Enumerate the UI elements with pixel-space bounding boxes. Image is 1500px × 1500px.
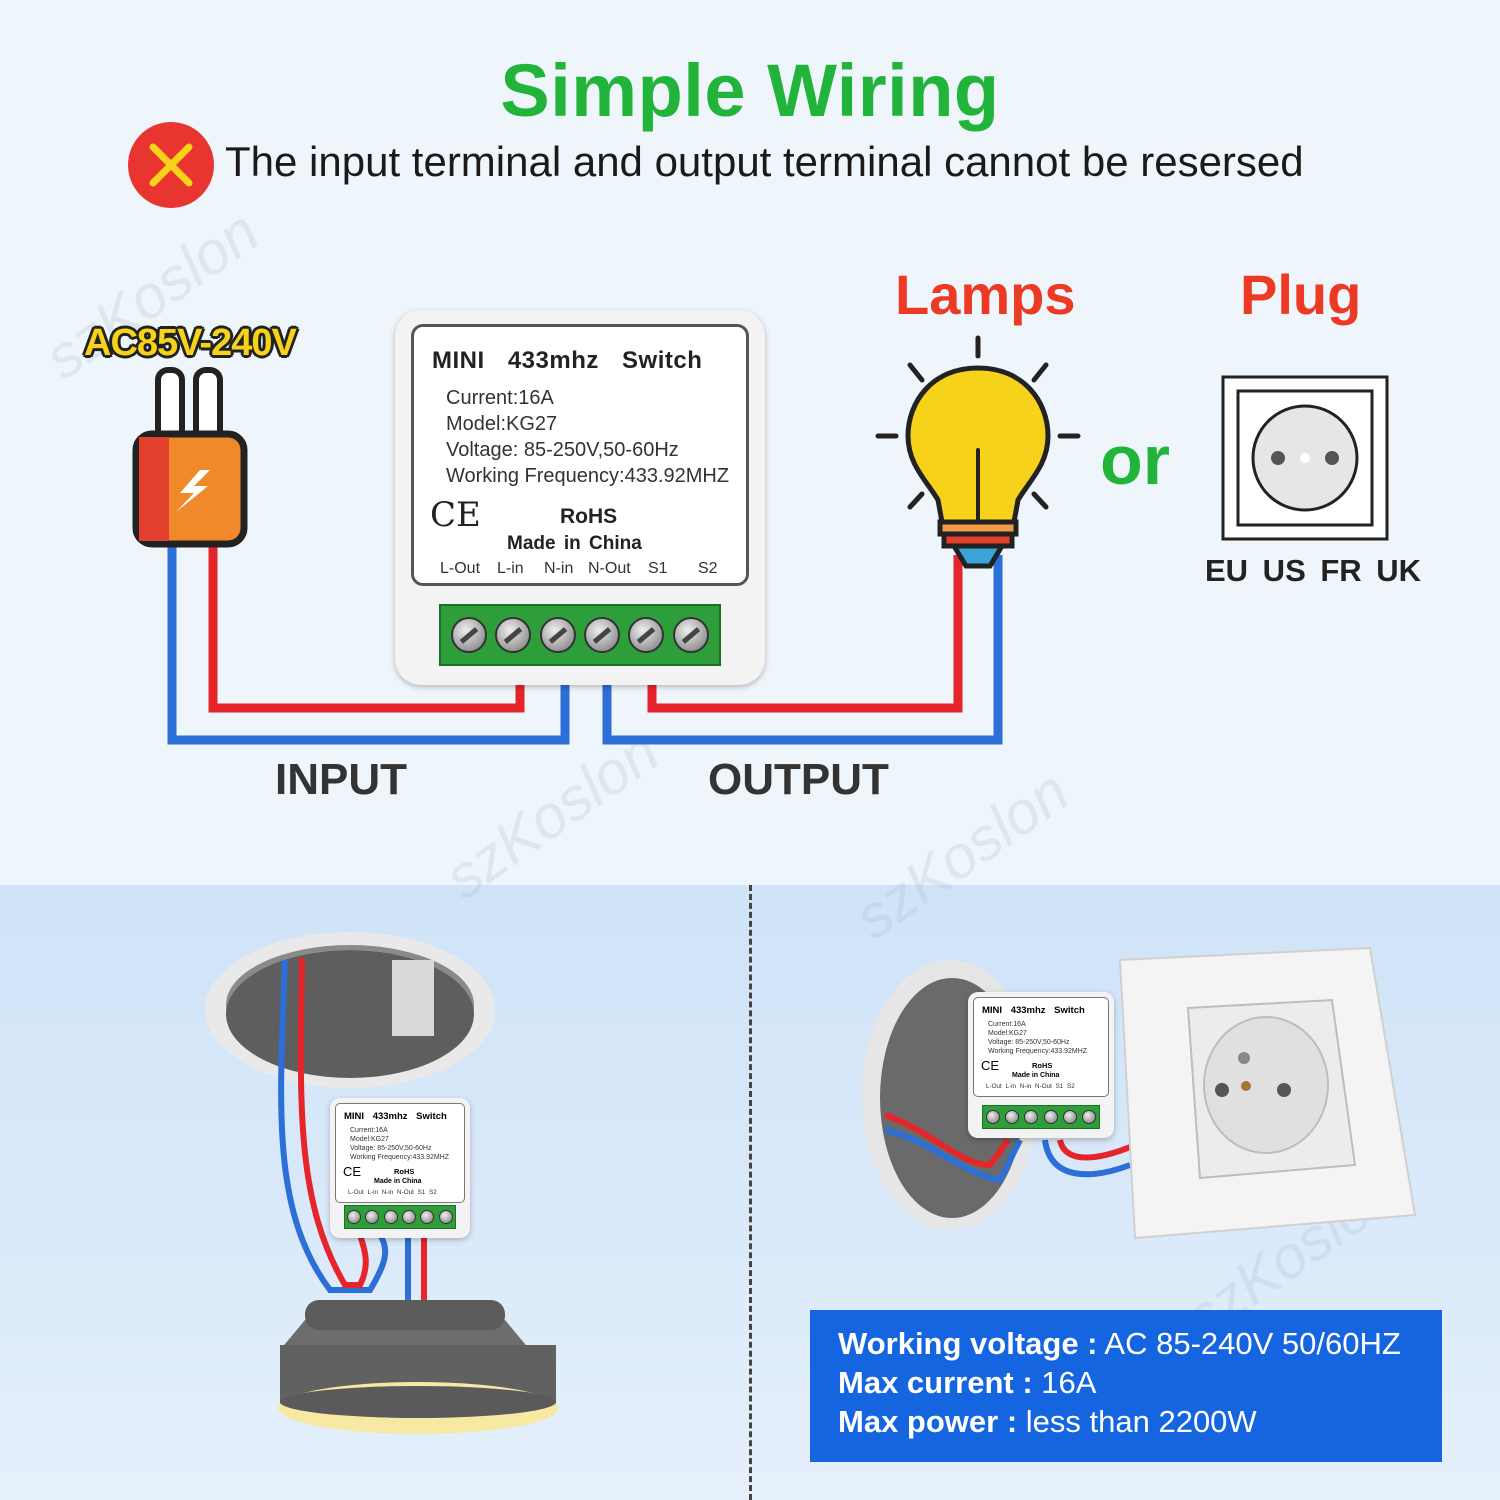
cross-icon bbox=[128, 122, 214, 208]
rohs-mark: RoHS bbox=[394, 1167, 415, 1176]
spec-frequency: Working Frequency:433.92MHZ bbox=[446, 465, 730, 487]
screw-icon bbox=[451, 617, 488, 653]
screw-icon bbox=[1024, 1110, 1039, 1124]
output-blue-wire bbox=[602, 555, 1003, 745]
input-red-wire bbox=[208, 540, 525, 713]
terminal-block bbox=[344, 1205, 456, 1229]
spec-current: Current:16A bbox=[446, 387, 554, 409]
spec-frequency: Working Frequency:433.92MHZ bbox=[988, 1048, 1088, 1055]
or-label: or bbox=[1100, 421, 1170, 499]
screw-icon bbox=[383, 1210, 398, 1224]
spec-row: Max current : 16A bbox=[838, 1363, 1442, 1402]
switch-module-small: MINI 433mhz Switch Current:16A Model:KG2… bbox=[968, 992, 1114, 1138]
light-bulb-icon bbox=[875, 335, 1081, 569]
spec-value: less than 2200W bbox=[1017, 1404, 1257, 1439]
terminal-label: N-Out bbox=[588, 560, 631, 577]
terminal-block bbox=[439, 604, 721, 666]
spec-row: Working voltage : AC 85-240V 50/60HZ bbox=[838, 1324, 1442, 1363]
spec-frequency: Working Frequency:433.92MHZ bbox=[350, 1154, 450, 1161]
wiring-graphics bbox=[132, 335, 1389, 745]
output-red-wire bbox=[647, 555, 963, 713]
lamps-label: Lamps bbox=[895, 263, 1076, 326]
terminal-block bbox=[982, 1105, 1100, 1129]
specifications-box: Working voltage : AC 85-240V 50/60HZ Max… bbox=[810, 1310, 1442, 1462]
ce-mark: CE bbox=[981, 1058, 1000, 1073]
spec-model: Model:KG27 bbox=[350, 1136, 389, 1143]
dashed-divider bbox=[749, 885, 752, 1500]
screw-icon bbox=[347, 1210, 362, 1224]
page-title: Simple Wiring bbox=[500, 49, 1000, 132]
spec-row: Max power : less than 2200W bbox=[838, 1402, 1442, 1441]
screw-icon bbox=[1082, 1110, 1097, 1124]
screw-icon bbox=[628, 617, 665, 653]
terminal-label: L-Out bbox=[440, 560, 481, 577]
plug-types: EU US FR UK bbox=[1205, 553, 1422, 588]
made-in-label: Made in China bbox=[374, 1178, 422, 1185]
rohs-mark: RoHS bbox=[560, 505, 618, 528]
screw-icon bbox=[1004, 1110, 1019, 1124]
switch-module-small: MINI 433mhz Switch Current:16A Model:KG2… bbox=[330, 1098, 470, 1238]
voltage-label: AC85V-240V bbox=[84, 322, 297, 364]
screw-icon bbox=[1043, 1110, 1058, 1124]
spec-value: AC 85-240V 50/60HZ bbox=[1097, 1326, 1401, 1361]
wall-socket-icon bbox=[1221, 375, 1389, 541]
terminal-labels: L-Out L-in N-in N-Out S1 S2 bbox=[986, 1083, 1075, 1090]
spec-key: Working voltage : bbox=[838, 1326, 1098, 1361]
terminal-label: S2 bbox=[698, 560, 718, 577]
module-title: MINI 433mhz Switch bbox=[344, 1111, 447, 1122]
input-label: INPUT bbox=[275, 755, 407, 804]
screw-icon bbox=[365, 1210, 380, 1224]
terminal-label: L-in bbox=[497, 560, 524, 577]
switch-module: MINI 433mhz Switch Current:16A Model:KG2… bbox=[395, 310, 765, 685]
spec-voltage: Voltage: 85-250V,50-60Hz bbox=[446, 439, 679, 461]
spec-current: Current:16A bbox=[350, 1127, 388, 1134]
spec-model: Model:KG27 bbox=[988, 1030, 1027, 1037]
ce-mark: CE bbox=[343, 1164, 362, 1179]
spec-model: Model:KG27 bbox=[446, 413, 558, 435]
screw-icon bbox=[438, 1210, 453, 1224]
screw-icon bbox=[1062, 1110, 1077, 1124]
input-blue-wire bbox=[167, 540, 570, 745]
module-title: MINI 433mhz Switch bbox=[432, 347, 703, 374]
spec-key: Max power : bbox=[838, 1404, 1018, 1439]
screw-icon bbox=[672, 617, 709, 653]
spec-voltage: Voltage: 85-250V,50-60Hz bbox=[988, 1039, 1070, 1046]
module-label: MINI 433mhz Switch Current:16A Model:KG2… bbox=[973, 997, 1109, 1097]
made-in-label: Made in China bbox=[507, 533, 642, 554]
power-plug-icon bbox=[132, 367, 248, 548]
plug-label: Plug bbox=[1240, 263, 1362, 326]
spec-current: Current:16A bbox=[988, 1021, 1026, 1028]
spec-key: Max current : bbox=[838, 1365, 1033, 1400]
spec-value: 16A bbox=[1032, 1365, 1097, 1400]
terminal-labels: L-Out L-in N-in N-Out S1 S2 bbox=[348, 1189, 437, 1196]
output-label: OUTPUT bbox=[708, 755, 889, 804]
module-title: MINI 433mhz Switch bbox=[982, 1005, 1085, 1016]
screw-icon bbox=[985, 1110, 1000, 1124]
rohs-mark: RoHS bbox=[1032, 1061, 1053, 1070]
screw-icon bbox=[402, 1210, 417, 1224]
ce-mark: CE bbox=[430, 495, 481, 535]
terminal-label: N-in bbox=[544, 560, 574, 577]
spec-voltage: Voltage: 85-250V,50-60Hz bbox=[350, 1145, 432, 1152]
terminal-label: S1 bbox=[648, 560, 668, 577]
screw-icon bbox=[420, 1210, 435, 1224]
screw-icon bbox=[584, 617, 621, 653]
warning-text: The input terminal and output terminal c… bbox=[225, 138, 1304, 185]
screw-icon bbox=[495, 617, 532, 653]
module-label: MINI 433mhz Switch Current:16A Model:KG2… bbox=[411, 324, 749, 586]
module-label: MINI 433mhz Switch Current:16A Model:KG2… bbox=[335, 1103, 465, 1203]
screw-icon bbox=[539, 617, 576, 653]
made-in-label: Made in China bbox=[1012, 1072, 1060, 1079]
